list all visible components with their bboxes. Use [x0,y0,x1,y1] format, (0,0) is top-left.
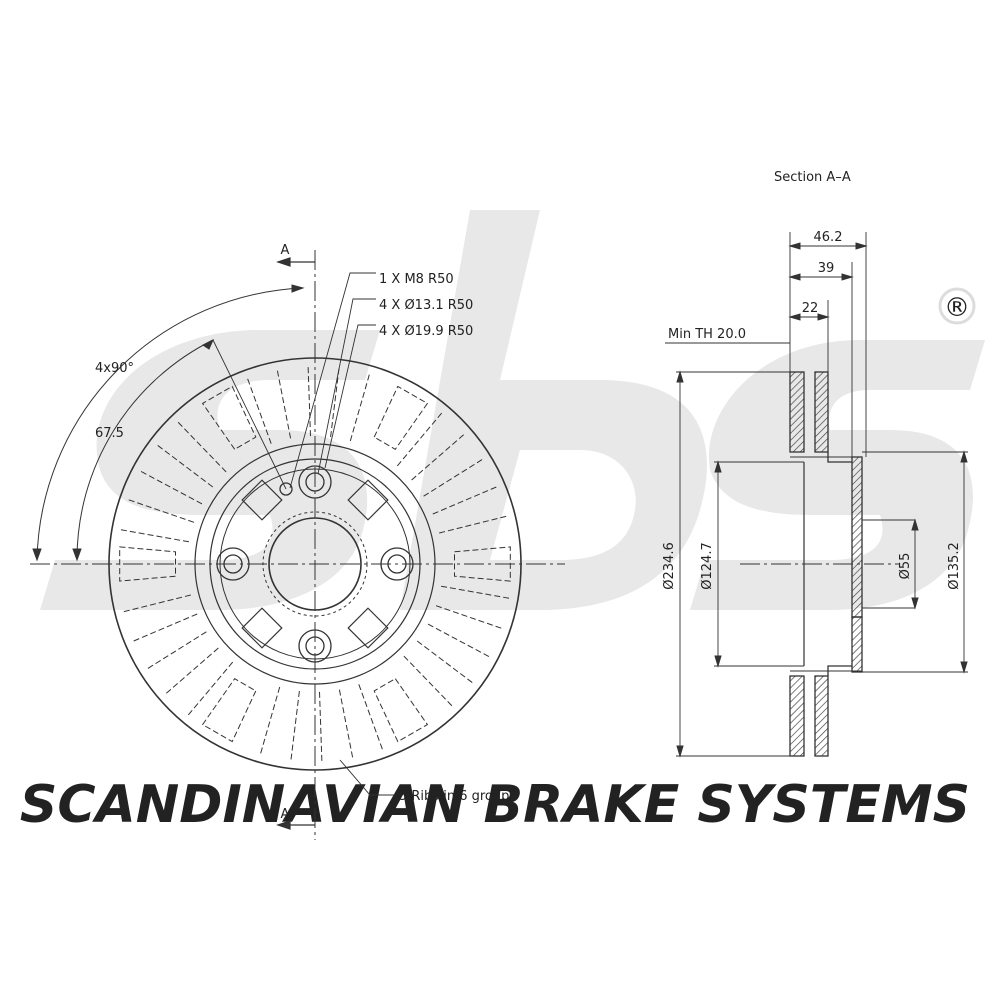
rib [439,515,508,534]
rib-pocket [373,678,429,743]
friction-inner-edge [194,443,436,685]
hat-edge [209,458,421,670]
company-name-watermark: SCANDINAVIAN BRAKE SYSTEMS [20,775,970,835]
cooling-ribs [119,366,511,762]
dim-hub-height: 39 [818,261,835,276]
rib [330,367,340,438]
dim-min-thickness: Min TH 20.0 [668,327,746,342]
friction-ring-bottom-inner [814,675,829,757]
dim-outer-diameter: Ø234.6 [662,542,677,589]
section-title: Section A–A [774,170,851,185]
bolt-hole-bottom [298,629,332,663]
rib [427,623,491,658]
dim-center-bore: Ø55 [898,553,913,580]
rib [432,486,498,515]
rib [403,655,453,707]
rib [349,373,371,442]
rib [122,594,191,613]
bolt-hole-right [380,547,414,581]
registered-mark: ® [944,293,970,323]
callout-bolt-holes-large: 4 X Ø19.9 R50 [379,324,473,339]
rib [246,377,272,444]
dim-hat-diameter: Ø124.7 [700,542,715,589]
callout-bolt-holes-small: 4 X Ø13.1 R50 [379,298,473,313]
callout-threaded-hole: 1 X M8 R50 [379,272,454,287]
friction-ring-top-outer [789,371,805,453]
center-bore-chamfer [262,511,368,617]
angle-pattern-label: 4x90° [95,361,134,376]
hat-profile [827,452,852,463]
leader-threaded-hole [289,272,376,489]
leader-bolt-small [317,298,376,475]
rib-pocket [201,678,257,743]
bolt-hole-top [298,465,332,499]
rib-pocket [373,385,429,450]
rib [416,640,474,684]
dim-overall-height: 46.2 [814,230,843,245]
rib [396,411,443,467]
rib [338,689,354,759]
section-mark-top-label: A [281,243,290,258]
rib-pocket [201,385,257,450]
section-view [665,232,968,758]
rib [127,499,195,523]
rib [156,444,214,488]
dim-disc-thickness: 22 [802,301,819,316]
rib [290,690,300,761]
rib [187,661,234,717]
rib [423,458,484,497]
hub-pockets [241,479,389,649]
rib-pocket [454,546,511,582]
section-marker-top [276,257,315,267]
leader-bolt-large [324,324,376,469]
front-view [30,250,565,840]
threaded-hole [279,482,293,496]
rib [441,585,511,599]
hub-face [219,468,411,660]
angle-arc-67 [76,339,214,561]
rib [139,470,203,505]
friction-ring-top-inner [814,371,829,453]
angle-offset-label: 67.5 [95,426,124,441]
rib [358,684,384,751]
angle-arc-90 [36,287,304,561]
rib [319,691,323,762]
rib [307,366,311,437]
rib-pocket [119,546,176,582]
hat-wall-top [851,456,863,618]
dim-hat-outer-diameter: Ø135.2 [947,542,962,589]
rib [146,631,207,670]
bolt-hole-left [216,547,250,581]
disc-outer-edge [108,357,522,771]
rib [132,613,198,642]
rib [276,369,292,439]
center-bore [268,517,362,611]
callout-ribs: 5 Ribs in 6 group [399,789,509,804]
friction-ring-bottom-outer [789,675,805,757]
rib [259,686,281,755]
section-marker-bottom [276,820,315,830]
rib [119,529,189,543]
sbs-logo-watermark: ® [40,210,985,610]
rib [411,433,465,481]
leader-ribs [339,759,395,796]
rib [435,605,503,629]
section-mark-bottom-label: A [281,807,290,822]
rib [177,421,227,473]
rib [165,647,219,695]
bolt-holes [216,465,414,663]
